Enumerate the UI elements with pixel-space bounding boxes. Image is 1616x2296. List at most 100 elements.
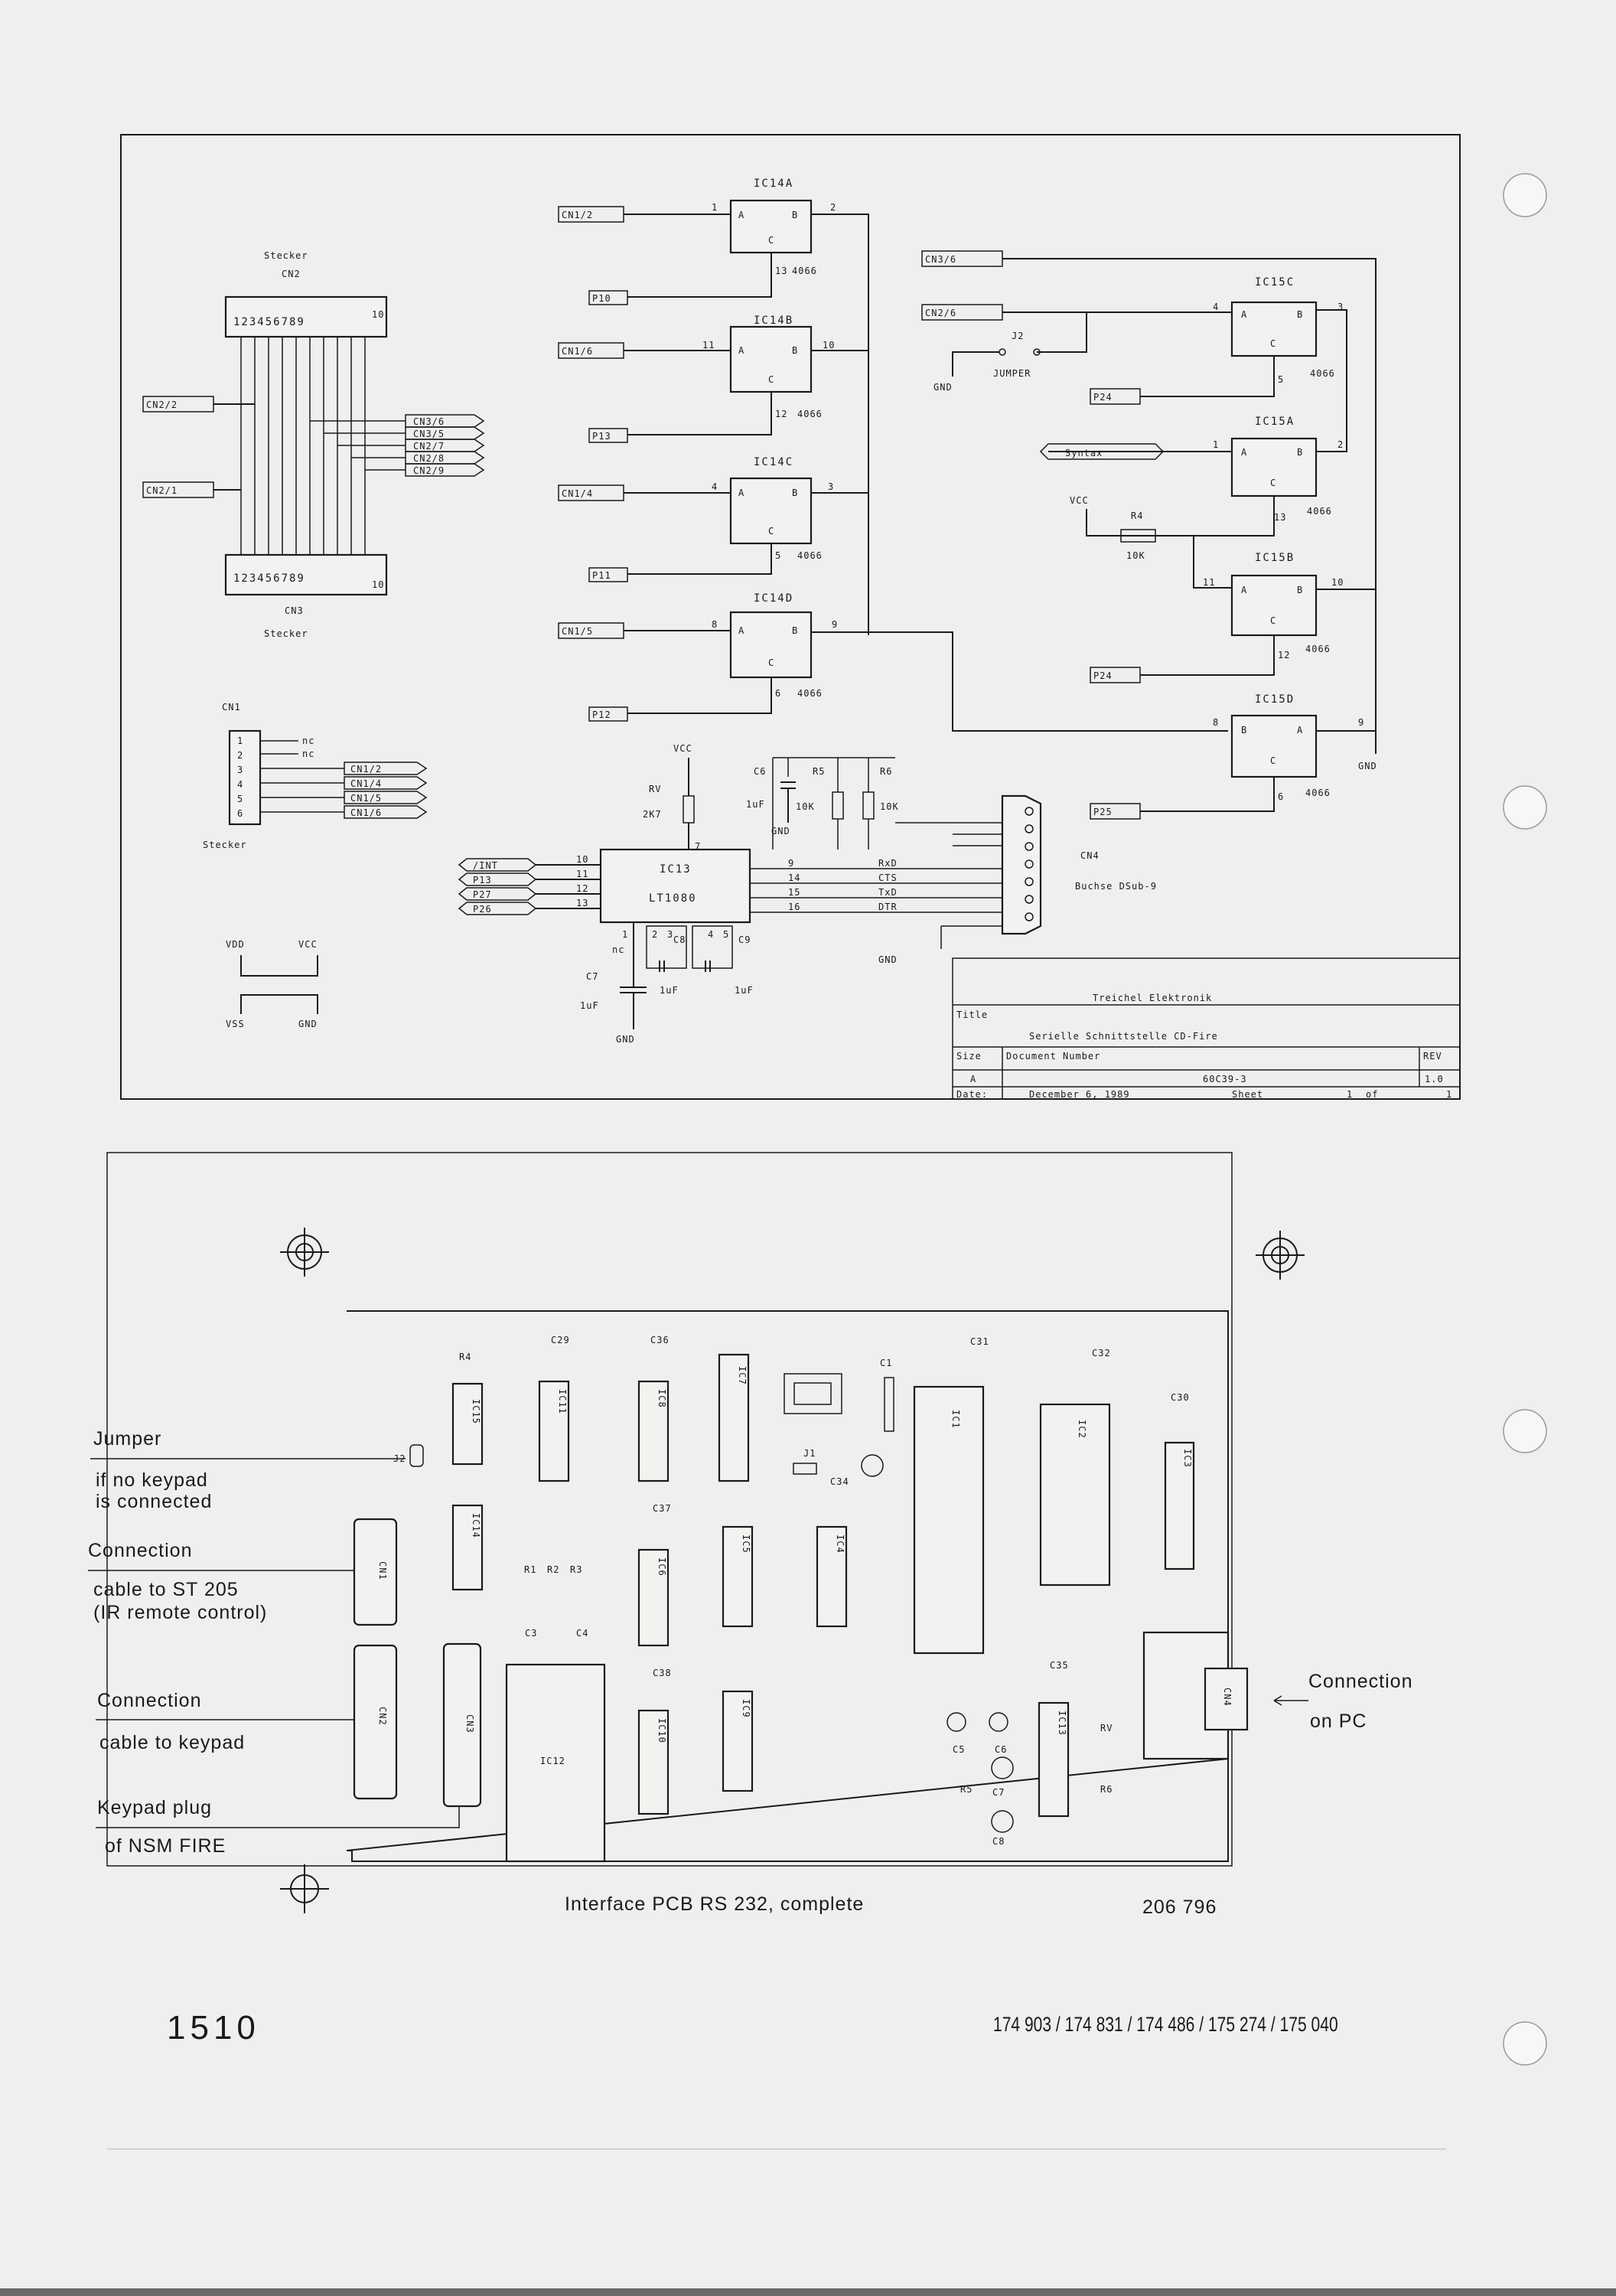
- svg-text:1.0: 1.0: [1425, 1074, 1444, 1084]
- svg-text:GND: GND: [933, 382, 953, 393]
- svg-text:CN4: CN4: [1222, 1688, 1233, 1707]
- svg-text:C1: C1: [880, 1358, 892, 1368]
- ic14d: IC14D A B C 8 9 6 4066: [712, 592, 837, 699]
- svg-text:VDD: VDD: [226, 939, 245, 950]
- svg-text:1uF: 1uF: [660, 985, 679, 996]
- svg-text:1: 1: [1347, 1089, 1353, 1100]
- svg-text:C8: C8: [992, 1836, 1005, 1847]
- pcb-components: J2 R4 C29 C36 C1 C31 C32 C30 C34 C37 C35…: [393, 1335, 1189, 1847]
- pin-a: A: [738, 210, 744, 220]
- svg-text:REV: REV: [1423, 1051, 1442, 1062]
- svg-text:IC8: IC8: [656, 1389, 667, 1408]
- title-block: Treichel Elektronik Title Serielle Schni…: [952, 957, 1461, 1100]
- svg-text:1uF: 1uF: [735, 985, 754, 996]
- svg-text:IC4: IC4: [835, 1534, 845, 1554]
- svg-text:12: 12: [1278, 650, 1290, 660]
- svg-text:of: of: [1366, 1089, 1378, 1100]
- svg-text:5: 5: [1278, 374, 1284, 385]
- svg-text:IC10: IC10: [656, 1718, 667, 1743]
- pin-number: 2: [830, 202, 836, 213]
- svg-text:CN1/4: CN1/4: [350, 778, 382, 789]
- svg-text:GND: GND: [771, 826, 790, 837]
- svg-text:if no keypad: if no keypad: [96, 1469, 208, 1491]
- document-number: 60C39-3: [1203, 1074, 1247, 1084]
- svg-text:5: 5: [723, 929, 729, 940]
- svg-text:IC15: IC15: [471, 1399, 481, 1424]
- svg-text:VSS: VSS: [226, 1019, 245, 1029]
- svg-text:4066: 4066: [797, 550, 823, 561]
- svg-text:C9: C9: [738, 934, 751, 945]
- svg-text:12: 12: [576, 883, 588, 894]
- drawing-date: December 6, 1989: [1029, 1089, 1130, 1100]
- svg-text:R6: R6: [1100, 1784, 1113, 1795]
- ic14-switch-chain: IC14A A B C 1 2 13 4066 CN1/2 P10 IC14B …: [558, 178, 1228, 732]
- svg-text:IC7: IC7: [737, 1366, 748, 1385]
- svg-text:R4: R4: [459, 1352, 471, 1362]
- net-p24: P24: [1093, 392, 1113, 403]
- net-cn3-6: CN3/6: [925, 254, 956, 265]
- net-cn1-4: CN1/4: [562, 488, 593, 499]
- svg-text:IC5: IC5: [741, 1534, 751, 1554]
- svg-text:CN3: CN3: [464, 1714, 475, 1733]
- net-p13: P13: [592, 431, 611, 442]
- svg-text:R6: R6: [880, 766, 892, 777]
- svg-text:2: 2: [1337, 439, 1344, 450]
- svg-text:IC15B: IC15B: [1255, 552, 1295, 564]
- svg-text:P13: P13: [473, 875, 492, 885]
- ic14a-label: IC14A: [754, 178, 793, 190]
- svg-text:IC15A: IC15A: [1255, 416, 1295, 428]
- pin-number: 13: [775, 266, 787, 276]
- svg-text:DTR: DTR: [878, 902, 898, 912]
- pcb-layout: IC15 IC11 IC8 IC7 IC1 IC2 IC3 IC14 IC6 I…: [88, 1152, 1412, 1918]
- annotation-pc: Connection: [1308, 1671, 1412, 1692]
- svg-text:IC6: IC6: [656, 1557, 667, 1577]
- svg-text:10: 10: [823, 340, 835, 351]
- svg-text:3: 3: [237, 765, 243, 775]
- svg-text:C31: C31: [970, 1336, 989, 1347]
- svg-text:IC15C: IC15C: [1255, 276, 1295, 289]
- svg-text:C3: C3: [525, 1628, 537, 1639]
- registration-mark: [280, 1228, 329, 1277]
- svg-text:IC13: IC13: [1057, 1711, 1067, 1736]
- title-text: Serielle Schnittstelle CD-Fire: [1029, 1031, 1218, 1042]
- svg-text:C: C: [768, 374, 774, 385]
- svg-text:7: 7: [695, 841, 701, 852]
- cn4-dsub9: CN4 Buchse DSub-9 GND: [878, 794, 1157, 965]
- svg-text:1: 1: [622, 929, 628, 940]
- ic13-lt1080: IC13 LT1080 10 11 12 13 /INT P13 P27 P26…: [458, 743, 1002, 1045]
- svg-text:4: 4: [1213, 302, 1219, 312]
- svg-text:9: 9: [788, 858, 794, 869]
- svg-text:1uF: 1uF: [746, 799, 765, 810]
- svg-text:R3: R3: [570, 1564, 582, 1575]
- svg-text:15: 15: [788, 887, 800, 898]
- svg-text:CN4: CN4: [1080, 850, 1100, 861]
- svg-text:nc: nc: [302, 735, 314, 746]
- annotation-keypad-plug: Keypad plug: [97, 1797, 212, 1818]
- svg-text:GND: GND: [298, 1019, 318, 1029]
- svg-text:5: 5: [237, 794, 243, 804]
- svg-text:4: 4: [712, 481, 718, 492]
- title-company: Treichel Elektronik: [1093, 993, 1212, 1003]
- svg-text:R5: R5: [813, 766, 825, 777]
- net-cn1-2: CN1/2: [562, 210, 593, 220]
- svg-text:CN2: CN2: [377, 1707, 388, 1726]
- svg-text:IC12: IC12: [540, 1756, 565, 1766]
- ic13-label: IC13: [660, 863, 692, 876]
- svg-text:CN1/2: CN1/2: [350, 764, 382, 775]
- cn2-cn3-connectors: Stecker CN2 123456789 10 123456789 10 CN…: [142, 250, 485, 639]
- net-syntax: Syntax: [1065, 448, 1103, 458]
- svg-text:9: 9: [1358, 717, 1364, 728]
- svg-text:Buchse DSub-9: Buchse DSub-9: [1075, 881, 1157, 892]
- cn2-outputs: CN3/6 CN3/5 CN2/7 CN2/8 CN2/9: [405, 414, 485, 477]
- svg-text:CN1/5: CN1/5: [350, 793, 382, 804]
- svg-text:Title: Title: [956, 1009, 988, 1020]
- ic14d-label: IC14D: [754, 592, 793, 605]
- pcb-caption: Interface PCB RS 232, complete: [565, 1893, 864, 1915]
- svg-text:C: C: [1270, 478, 1276, 488]
- pcb-outline: [346, 1310, 1229, 1862]
- svg-text:6: 6: [775, 688, 781, 699]
- svg-text:C8: C8: [673, 934, 686, 945]
- svg-text:2: 2: [652, 929, 658, 940]
- net-cn1-5: CN1/5: [562, 626, 593, 637]
